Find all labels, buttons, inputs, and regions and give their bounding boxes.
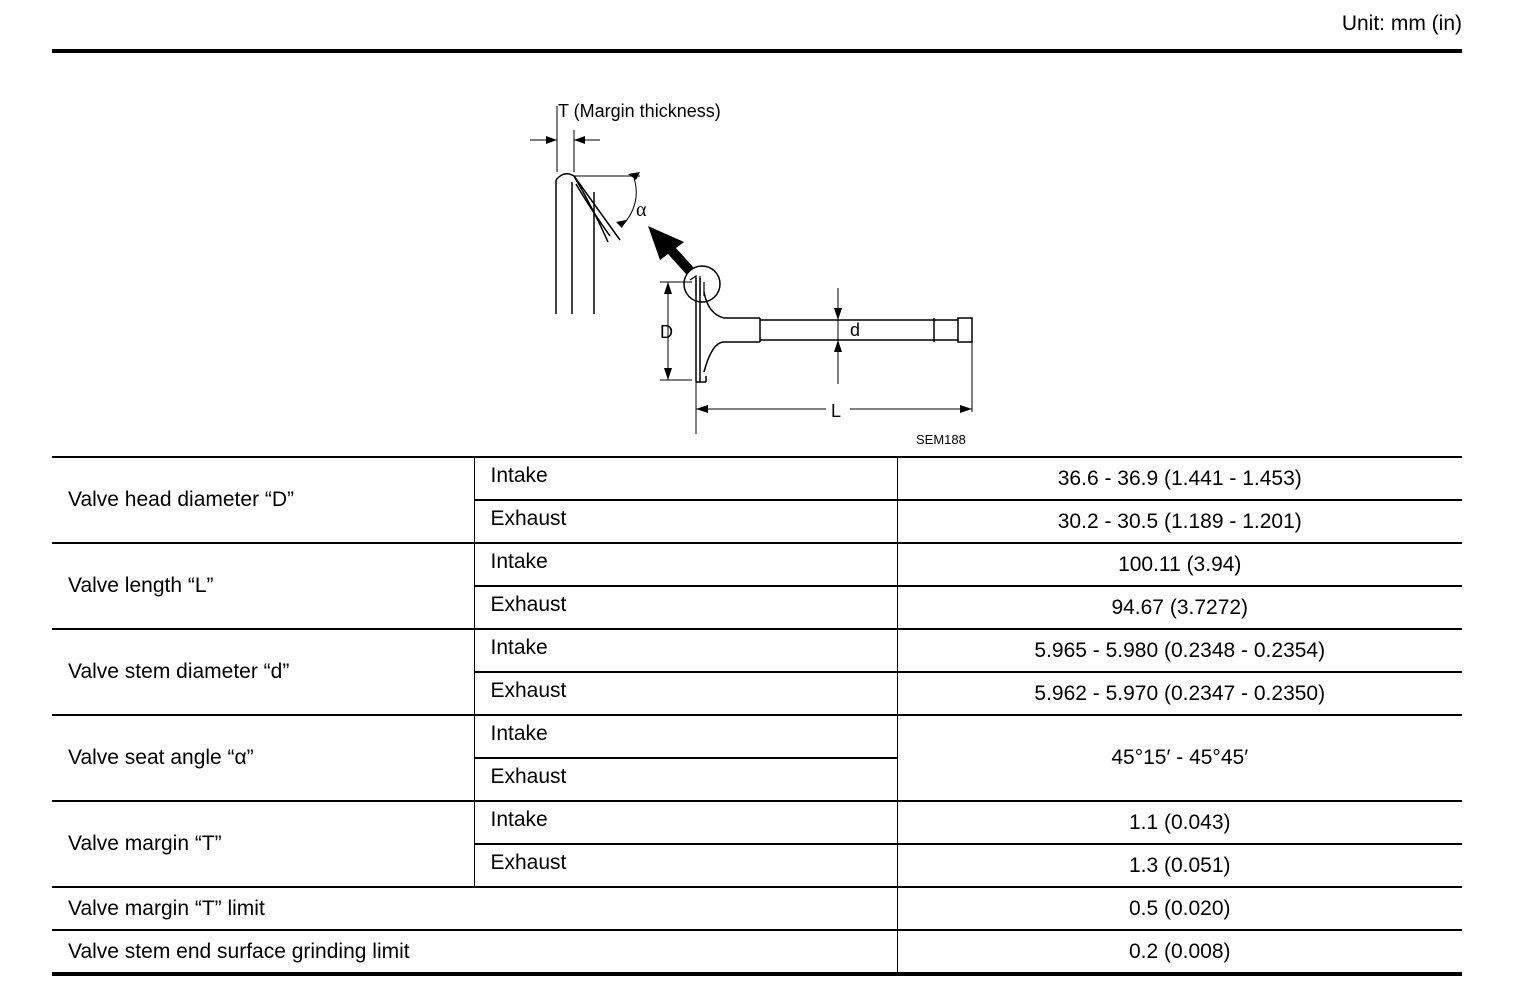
row-value: 94.67 (3.7272) [896,585,1462,629]
table-row: Exhaust 5.962 - 5.970 (0.2347 - 0.2350) [52,671,1462,715]
table-row: Valve stem end surface grinding limit 0.… [52,929,1462,976]
valve-diagram: T (Margin thickness) α [510,92,1000,454]
row-value: 100.11 (3.94) [896,542,1462,586]
dimension-d: d [834,288,860,384]
row-value: 45°15′ - 45°45′ [896,714,1462,801]
row-value: 5.962 - 5.970 (0.2347 - 0.2350) [896,671,1462,715]
row-value: 30.2 - 30.5 (1.189 - 1.201) [896,499,1462,543]
row-sub-exhaust: Exhaust [473,843,897,887]
row-value: 1.1 (0.043) [896,800,1462,844]
row-item: Valve length “L” [52,542,474,629]
row-item: Valve seat angle “α” [52,714,474,801]
row-item: Valve stem diameter “d” [52,628,474,715]
alpha-label: α [636,199,647,221]
row-sub-exhaust: Exhaust [473,585,897,629]
row-sub-exhaust: Exhaust [473,757,897,801]
row-sub-intake: Intake [473,714,897,758]
figure-code: SEM188 [916,432,966,447]
row-value: 0.5 (0.020) [896,886,1462,930]
table-row: Valve length “L” Intake 100.11 (3.94) [52,542,1462,629]
table-row: Exhaust [52,757,1462,801]
table-row: Valve margin “T” limit 0.5 (0.020) [52,886,1462,930]
table-row: Exhaust 94.67 (3.7272) [52,585,1462,629]
row-sub-exhaust: Exhaust [473,671,897,715]
row-item: Valve head diameter “D” [52,456,474,543]
valve-body [695,278,973,383]
table-row: Valve seat angle “α” Intake 45°15′ - 45°… [52,714,1462,801]
row-item: Valve margin “T” limit [52,886,897,930]
table-row: Valve head diameter “D” Intake 36.6 - 36… [52,456,1462,543]
row-value: 1.3 (0.051) [896,843,1462,887]
table-row: Exhaust 30.2 - 30.5 (1.189 - 1.201) [52,499,1462,543]
L-label: L [831,401,841,421]
row-sub-intake: Intake [473,456,897,500]
top-rule [52,49,1462,53]
margin-detail: T (Margin thickness) α [530,101,721,314]
dimension-L: L [695,342,973,434]
valve-spec-table: Valve head diameter “D” Intake 36.6 - 36… [52,456,1462,976]
row-sub-exhaust: Exhaust [473,499,897,543]
row-item: Valve margin “T” [52,800,474,887]
row-value: 5.965 - 5.980 (0.2348 - 0.2354) [896,628,1462,672]
row-sub-intake: Intake [473,542,897,586]
row-value: 0.2 (0.008) [896,929,1462,976]
dimension-D: D [660,281,692,381]
row-sub-intake: Intake [473,800,897,844]
d-label: d [850,320,860,340]
table-row: Valve margin “T” Intake 1.1 (0.043) [52,800,1462,887]
table-row: Valve stem diameter “d” Intake 5.965 - 5… [52,628,1462,715]
row-item: Valve stem end surface grinding limit [52,929,897,976]
D-label: D [660,322,673,342]
table-row: Exhaust 1.3 (0.051) [52,843,1462,887]
row-sub-intake: Intake [473,628,897,672]
row-value: 36.6 - 36.9 (1.441 - 1.453) [896,456,1462,500]
unit-label: Unit: mm (in) [1341,12,1462,35]
margin-thickness-label: T (Margin thickness) [558,101,721,121]
pointer-arrow [648,226,694,274]
